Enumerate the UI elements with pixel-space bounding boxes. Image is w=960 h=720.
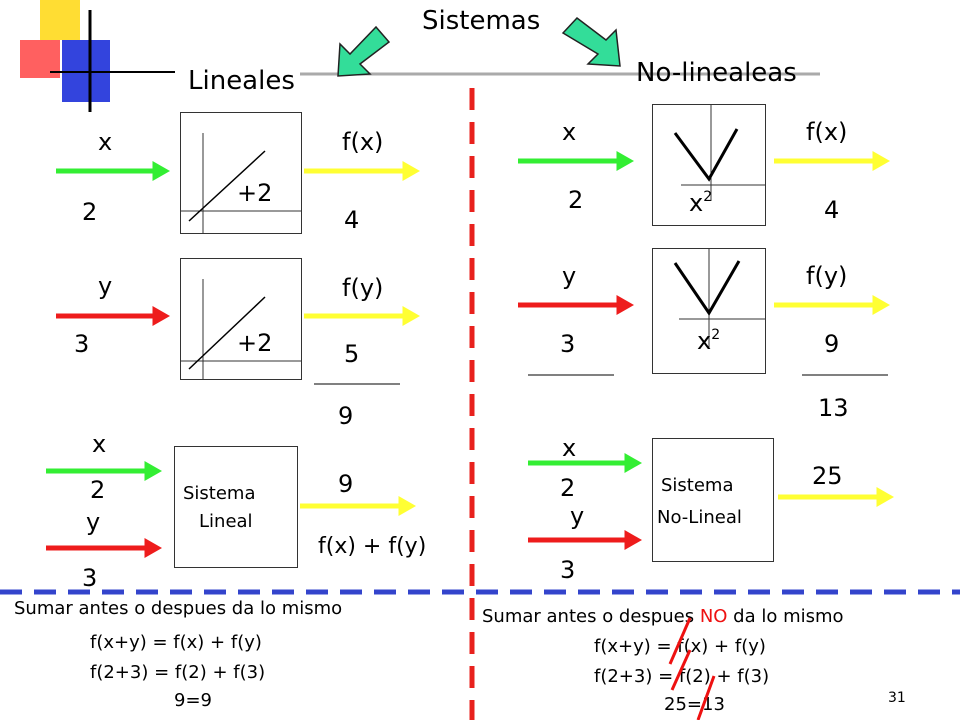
- left-heading: Lineales: [188, 66, 295, 96]
- slide-number: 31: [888, 690, 906, 706]
- left-sum-value: 9: [338, 402, 354, 430]
- right-sum-value: 13: [818, 394, 849, 422]
- left-equation-1: f(x+y) = f(x) + f(y): [90, 632, 262, 653]
- right-heading: No-linealeas: [636, 58, 797, 88]
- right-row3-block: Sistema No-Lineal: [652, 438, 774, 562]
- parabola-graph-icon: [673, 105, 765, 201]
- right-row1-block-label: x2: [689, 189, 713, 217]
- right-row2-output-label: f(y): [806, 262, 848, 290]
- left-row3-block-line1: Sistema: [183, 483, 256, 504]
- right-row3-input2-value: 3: [560, 556, 576, 584]
- not-equal-slash-2: [670, 649, 692, 691]
- logo-yellow-square: [40, 0, 80, 40]
- left-row3-input1-label: x: [92, 430, 107, 458]
- right-row3-input1-label: x: [562, 434, 577, 462]
- right-row3-input2-label: y: [570, 502, 585, 530]
- left-equation-3: 9=9: [174, 690, 212, 711]
- left-branch-arrow: [337, 25, 391, 77]
- right-row3-block-line2: No-Lineal: [657, 507, 742, 528]
- left-row3-block: Sistema Lineal: [174, 446, 298, 568]
- right-row2-block-label: x2: [697, 327, 721, 355]
- right-caption: Sumar antes o despues NO da lo mismo: [482, 606, 844, 627]
- left-row3-input1-value: 2: [90, 476, 106, 504]
- right-row3-block-line1: Sistema: [661, 475, 734, 496]
- left-row2-input-value: 3: [74, 330, 90, 358]
- right-row1-output-value: 4: [824, 196, 840, 224]
- not-equal-slash-1: [668, 617, 692, 665]
- left-row1-input-label: x: [98, 128, 113, 156]
- right-row2-output-value: 9: [824, 330, 840, 358]
- left-row1-output-value: 4: [344, 206, 360, 234]
- right-row2-input-label: y: [562, 262, 577, 290]
- right-equation-2: f(2+3) = f(2) + f(3): [594, 666, 770, 687]
- left-row3-input2-label: y: [86, 508, 101, 536]
- right-row1-input-value: 2: [568, 186, 584, 214]
- left-row2-output-label: f(y): [342, 274, 384, 302]
- right-row3-output-value: 25: [812, 462, 843, 490]
- right-row3-input1-value: 2: [560, 474, 576, 502]
- left-row3-block-line2: Lineal: [199, 511, 253, 532]
- right-row1-output-label: f(x): [806, 118, 848, 146]
- parabola-graph-icon: [673, 249, 765, 349]
- left-equation-2: f(2+3) = f(2) + f(3): [90, 662, 266, 683]
- left-row1-output-label: f(x): [342, 128, 384, 156]
- right-equation-3: 25=13: [664, 694, 725, 715]
- left-row2-output-value: 5: [344, 340, 360, 368]
- left-row1-block: +2: [180, 112, 302, 234]
- left-row2-input-label: y: [98, 272, 113, 300]
- no-emphasis: NO: [699, 606, 728, 627]
- not-equal-slash-3: [696, 675, 716, 720]
- linear-graph-icon: [181, 133, 301, 233]
- right-row1-input-label: x: [562, 118, 577, 146]
- left-row1-block-label: +2: [237, 179, 273, 207]
- right-branch-arrow: [561, 16, 621, 67]
- right-row2-block: x2: [652, 248, 766, 374]
- left-row2-block: +2: [180, 258, 302, 380]
- right-equation-1: f(x+y) = f(x) + f(y): [594, 636, 766, 657]
- right-row2-input-value: 3: [560, 330, 576, 358]
- right-row1-block: x2: [652, 104, 766, 226]
- left-row3-output-label: f(x) + f(y): [318, 534, 427, 559]
- linear-graph-icon: [181, 279, 301, 379]
- left-row1-input-value: 2: [82, 198, 98, 226]
- diagram-title: Sistemas: [422, 6, 541, 36]
- left-row3-input2-value: 3: [82, 564, 98, 592]
- left-row2-block-label: +2: [237, 329, 273, 357]
- left-caption: Sumar antes o despues da lo mismo: [14, 598, 343, 619]
- slide-logo: [20, 0, 175, 112]
- left-row3-output-value: 9: [338, 470, 354, 498]
